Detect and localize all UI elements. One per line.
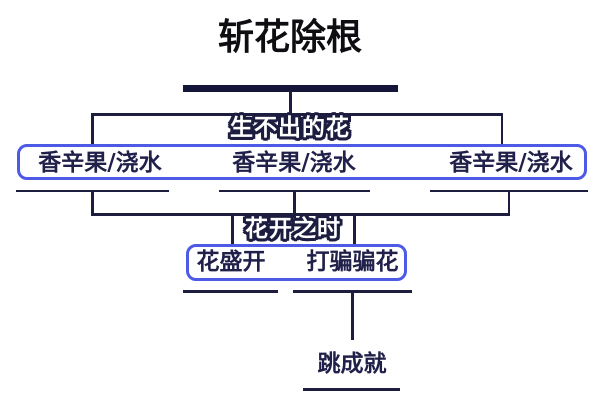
- level2-feed-center-line: [293, 190, 296, 218]
- node-tiaochengjiu: 跳成就: [317, 351, 387, 377]
- node-huashengkai: 花盛开: [196, 249, 266, 275]
- level2-branch-label: 花开之时: [245, 216, 341, 242]
- level2-connector-line: [91, 213, 510, 216]
- level2-feed-right-line: [507, 190, 510, 215]
- level2-feed-left-line: [91, 190, 94, 215]
- level3-stem-line: [351, 290, 354, 340]
- level1-boundary-box: [17, 144, 587, 180]
- level1-connector-line: [91, 113, 503, 116]
- node-xiangxinguo-2: 香辛果/浇水: [232, 150, 356, 176]
- node-xiangxinguo-3: 香辛果/浇水: [449, 150, 573, 176]
- level2-drop-right-line: [353, 213, 356, 244]
- root-node-title: 斩花除根: [217, 17, 363, 58]
- root-stem-line: [289, 91, 292, 114]
- node-underline-4: [183, 290, 278, 293]
- root-node-underline-bar: [183, 85, 398, 92]
- node-underline-6: [303, 388, 400, 391]
- level1-drop-right-line: [500, 113, 503, 144]
- node-dapianpianhua: 打骗骗花: [306, 249, 399, 275]
- level2-boundary-box: [186, 243, 407, 281]
- level1-drop-center-line: [289, 113, 292, 119]
- level2-drop-left-line: [231, 213, 234, 244]
- node-xiangxinguo-1: 香辛果/浇水: [38, 150, 162, 176]
- level1-drop-left-line: [91, 113, 94, 144]
- level1-branch-label: 生不出的花: [230, 115, 350, 141]
